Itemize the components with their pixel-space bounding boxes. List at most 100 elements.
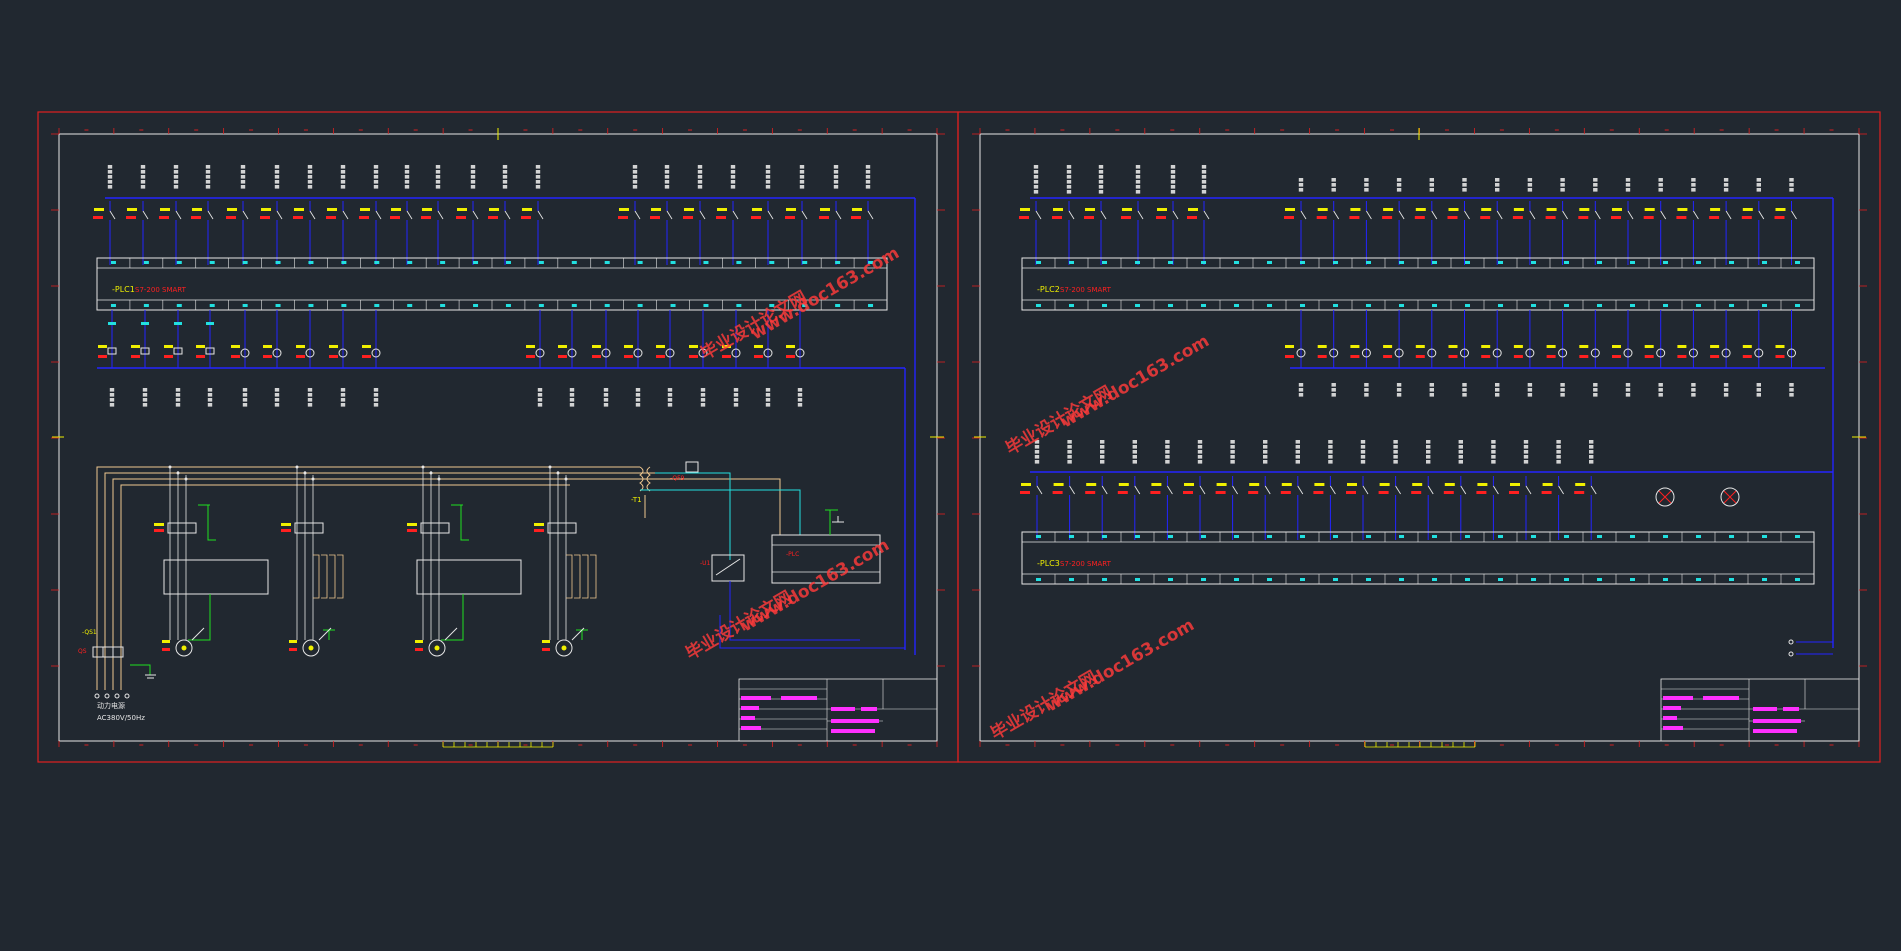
plc2-module[interactable]: -PLC2 S7-200 SMART: [1021, 257, 1815, 311]
output-lamp: [240, 348, 250, 358]
vertical-label-glyph: [1723, 388, 1729, 392]
terminal-number: [1729, 304, 1734, 307]
terminal-number: [835, 304, 841, 307]
terminal-number: [1498, 304, 1503, 307]
output-tag: [526, 355, 535, 358]
contact-tag: [1156, 216, 1166, 219]
contact-tag: [127, 208, 137, 211]
vertical-label-glyph: [697, 185, 703, 189]
output-lamp: [1558, 348, 1568, 358]
vertical-label-glyph: [1328, 455, 1333, 459]
vertical-label-glyph: [697, 175, 703, 179]
terminal-number: [1168, 535, 1173, 538]
vertical-label-glyph: [730, 165, 736, 169]
contact-tag: [1542, 483, 1553, 486]
vertical-label-glyph: [1491, 445, 1496, 449]
vertical-label-glyph: [140, 180, 146, 184]
vertical-label-glyph: [207, 393, 213, 397]
vertical-label-glyph: [537, 403, 543, 407]
terminal-number: [1300, 535, 1305, 538]
junction-dot: [184, 477, 188, 481]
vertical-label-glyph: [502, 170, 508, 174]
vfd-unit: [711, 554, 745, 582]
vertical-label-glyph: [173, 170, 179, 174]
vertical-label-glyph: [1396, 183, 1402, 187]
output-tag: [689, 345, 698, 348]
plc3-module[interactable]: -PLC3 S7-200 SMART: [1021, 531, 1815, 585]
vertical-label-glyph: [730, 185, 736, 189]
watermark-url: www.doc163.com: [738, 535, 893, 636]
terminal-number: [1630, 535, 1635, 538]
vertical-label-glyph: [1658, 188, 1663, 192]
plc3-terminals: [1021, 532, 1815, 584]
terminal-number: [1696, 535, 1701, 538]
drive-controller[interactable]: -PLC -U1: [640, 472, 905, 649]
vertical-label-glyph: [470, 165, 476, 169]
vertical-label-glyph: [307, 170, 313, 174]
vertical-label-glyph: [1396, 383, 1402, 387]
vertical-label-glyph: [1263, 440, 1268, 444]
vertical-label-glyph: [1523, 440, 1529, 444]
vertical-label-glyph: [307, 165, 313, 169]
transformer-t1[interactable]: -T1 -QF9: [631, 461, 699, 518]
contact-tag: [1118, 483, 1129, 486]
terminal-number: [1300, 261, 1305, 264]
output-tag: [362, 355, 371, 358]
vertical-label-glyph: [274, 185, 280, 189]
main-switch-qs[interactable]: -QS1 QS: [78, 629, 156, 699]
terminal-number: [1696, 578, 1701, 581]
right-zone-numbers: [1005, 129, 1834, 746]
vertical-label-glyph: [833, 180, 839, 184]
terminal-number: [1432, 578, 1437, 581]
vertical-label-glyph: [1458, 445, 1463, 449]
terminal-number: [1663, 261, 1668, 264]
starter-unit: [163, 559, 269, 595]
terminal-number: [637, 304, 643, 307]
plc1-module[interactable]: -PLC1 S7-200 SMART: [96, 257, 888, 311]
title-text: [1663, 716, 1677, 720]
terminal-number: [868, 261, 874, 264]
overload-wire: [321, 554, 328, 599]
vertical-label-glyph: [1331, 383, 1336, 387]
output-lamp: [698, 348, 708, 358]
vertical-label-glyph: [865, 170, 871, 174]
vertical-label-glyph: [1364, 383, 1369, 387]
vertical-label-glyph: [1756, 383, 1761, 387]
vertical-label-glyph: [1556, 445, 1561, 449]
output-tag: [206, 322, 214, 325]
terminal-number: [1399, 535, 1404, 538]
terminal-number: [1630, 304, 1635, 307]
vertical-label-glyph: [242, 403, 248, 407]
vertical-label-glyph: [865, 185, 871, 189]
contact-tag: [786, 208, 796, 211]
contact-blade: [1791, 210, 1797, 220]
title-text: [1753, 707, 1777, 711]
terminal-number: [1300, 578, 1305, 581]
plc3-model: S7-200 SMART: [1060, 560, 1112, 568]
contact-tag: [326, 216, 336, 219]
contact-tag: [521, 216, 531, 219]
left-sheet[interactable]: -PLC1 S7-200 SMART -T1 -QF9: [51, 128, 945, 748]
title-frame: [1660, 678, 1860, 742]
vertical-label-glyph: [1066, 165, 1072, 169]
contact-tag: [1509, 491, 1519, 494]
vertical-label-glyph: [1165, 460, 1170, 464]
vertical-label-glyph: [207, 398, 213, 402]
vertical-label-glyph: [435, 170, 441, 174]
indicator-lamps: [1655, 487, 1740, 507]
output-lamp: [1590, 348, 1600, 358]
vertical-label-glyph: [307, 180, 313, 184]
output-tag: [1677, 345, 1687, 348]
vertical-label-glyph: [274, 175, 280, 179]
vertical-label-glyph: [1426, 450, 1431, 454]
vertical-label-glyph: [1364, 188, 1369, 192]
junction-dot: [548, 465, 552, 469]
terminal-number: [1102, 578, 1107, 581]
vertical-label-glyph: [1495, 188, 1500, 192]
right-sheet[interactable]: -PLC2 S7-200 SMART -PLC3 S7-200 SMART: [972, 128, 1867, 748]
vertical-label-glyph: [1527, 188, 1533, 192]
terminal-number: [769, 261, 775, 264]
watermark-url: www.doc163.com: [1058, 331, 1213, 432]
contact-blade: [1300, 210, 1307, 220]
